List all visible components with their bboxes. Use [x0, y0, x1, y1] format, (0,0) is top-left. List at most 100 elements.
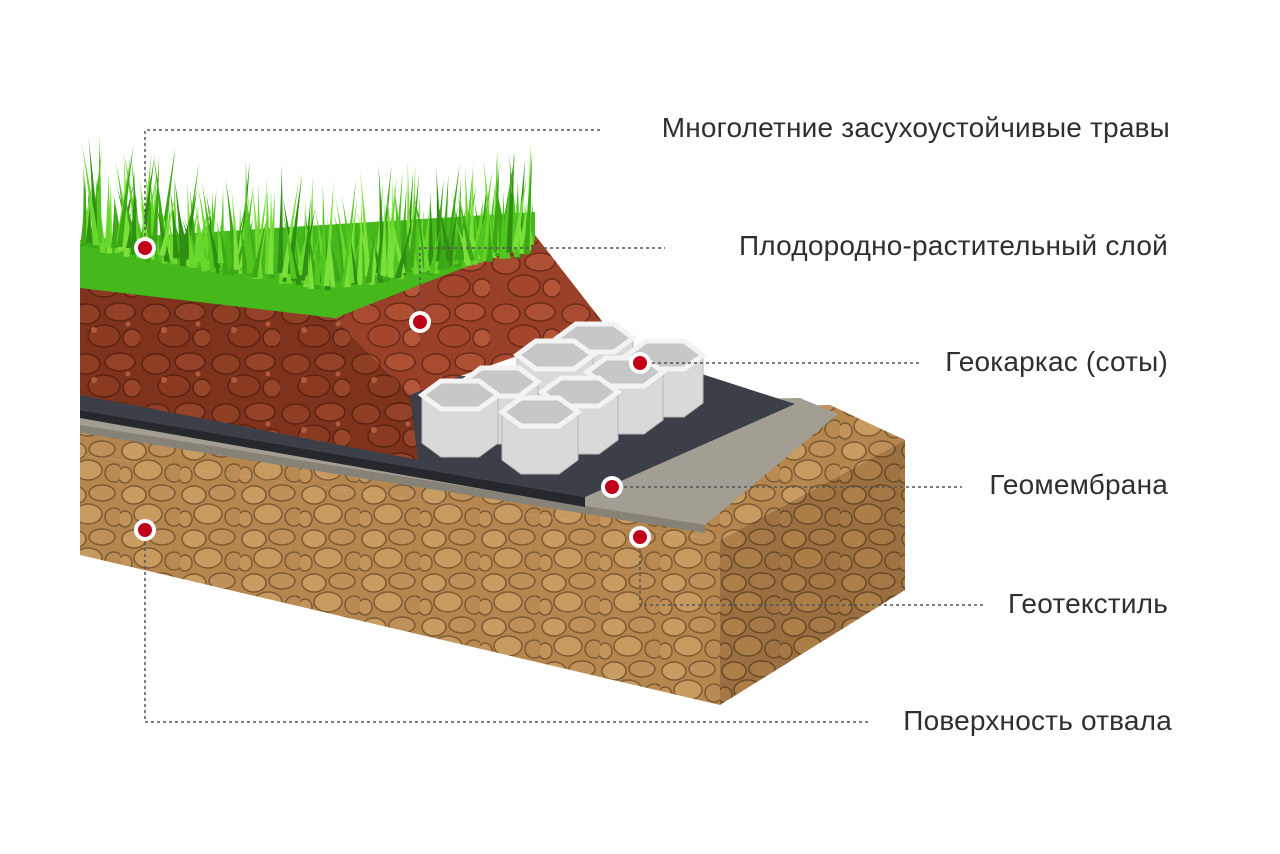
grass-blade: [130, 168, 137, 255]
grass-blade: [95, 134, 102, 244]
grass-blade: [153, 152, 168, 255]
label-dump-surface: Поверхность отвала: [903, 705, 1172, 736]
marker-geotextile: [629, 526, 651, 548]
grass-blade: [427, 191, 434, 275]
grass-blade: [313, 235, 321, 285]
grass-blade: [420, 221, 431, 271]
leader-line-dump-surface: [144, 530, 870, 723]
grass-blade: [454, 208, 466, 261]
fertile-soil-block: [80, 235, 605, 460]
grass-blade: [243, 159, 250, 269]
grass-blade: [187, 218, 195, 268]
grass-blade: [407, 173, 420, 268]
grass-blade: [246, 214, 253, 274]
geocell-honeycomb: [417, 321, 708, 475]
grass-blade: [393, 182, 403, 274]
grass-blade: [151, 156, 160, 254]
grass-blade: [437, 227, 445, 270]
label-grass: Многолетние засухоустойчивые травы: [661, 112, 1170, 143]
grass-blade: [295, 223, 309, 276]
grass-blade: [404, 215, 413, 272]
grass-blade: [428, 227, 441, 274]
grass-blade: [471, 218, 485, 260]
leader-line-soil: [419, 247, 665, 322]
geocell-rim: [512, 338, 598, 372]
grass-blade: [359, 168, 371, 277]
grass-blade: [486, 216, 493, 262]
grass-blade: [313, 233, 328, 281]
marker-geomembrane: [601, 476, 623, 498]
marker-dump-surface: [134, 519, 156, 541]
grass-blade: [216, 219, 224, 264]
grass-blade: [191, 210, 209, 267]
grass-blade: [111, 197, 118, 249]
grass-blade: [155, 203, 171, 262]
grass-blade: [267, 188, 274, 275]
grass-blade: [231, 189, 240, 270]
grass-blade: [436, 199, 453, 261]
grass-blade: [282, 209, 297, 279]
grass-blade: [491, 163, 500, 253]
grass-blade: [196, 204, 212, 263]
leader-line-geotextile: [639, 537, 985, 606]
grass-blade: [138, 156, 155, 253]
grass-blade: [178, 198, 196, 258]
grass-blade: [277, 164, 284, 273]
grass-blade: [365, 230, 375, 283]
grass-blade: [320, 183, 327, 286]
grass-blade: [356, 198, 363, 285]
grass-blade: [329, 237, 342, 282]
grass-blade: [512, 174, 527, 249]
grass-blade: [399, 218, 412, 276]
grass-blade: [500, 174, 512, 256]
geomembrane-edge: [80, 410, 585, 507]
grass-blade: [519, 199, 527, 247]
gravel-front: [80, 455, 720, 705]
grass-blade: [506, 150, 515, 253]
grass-blade: [159, 195, 176, 256]
marker-geocell: [629, 352, 651, 374]
soil-front: [80, 285, 418, 460]
grass-blade: [454, 219, 472, 266]
soil-slope: [335, 235, 605, 395]
leader-line-grass: [144, 129, 600, 248]
gravel-side: [720, 440, 905, 705]
geocell-rim: [417, 378, 503, 412]
grass-blade: [467, 163, 474, 262]
grass-blade: [435, 167, 442, 262]
grass-blade: [523, 150, 533, 255]
label-geocell: Геокаркас (соты): [945, 346, 1168, 377]
grass-blade: [281, 180, 299, 278]
grass-blade: [81, 141, 100, 246]
label-geomembrane: Геомембрана: [989, 469, 1168, 500]
leader-lines: [144, 129, 985, 723]
marker-grass: [134, 237, 156, 259]
markers: [134, 237, 651, 548]
grass-blade: [104, 172, 111, 248]
grass-blade: [116, 145, 134, 248]
grass-blade: [413, 194, 420, 272]
grass-layer: [79, 134, 535, 318]
grass-blade: [394, 223, 413, 279]
grass-blade: [380, 199, 387, 276]
grass-blade: [348, 234, 355, 283]
label-fertile-soil: Плодородно-растительный слой: [738, 230, 1168, 261]
label-geotextile: Геотекстиль: [1007, 588, 1168, 619]
geotextile-edge: [80, 425, 705, 533]
grass-blade: [456, 193, 475, 261]
grass-blade: [323, 180, 334, 287]
grass-blade: [240, 227, 249, 274]
grass-blade: [114, 154, 131, 254]
grass-blade: [368, 238, 376, 285]
geocell-rim: [497, 395, 583, 429]
grass-blade: [88, 137, 100, 243]
grass-blade: [483, 159, 494, 259]
grass-blades: [79, 134, 535, 291]
grass-blade: [251, 218, 267, 278]
marker-soil: [409, 311, 431, 333]
grass-blade: [308, 247, 315, 289]
grass-blade: [80, 180, 87, 247]
grass-blade: [278, 230, 285, 273]
grass-blade: [219, 220, 229, 275]
